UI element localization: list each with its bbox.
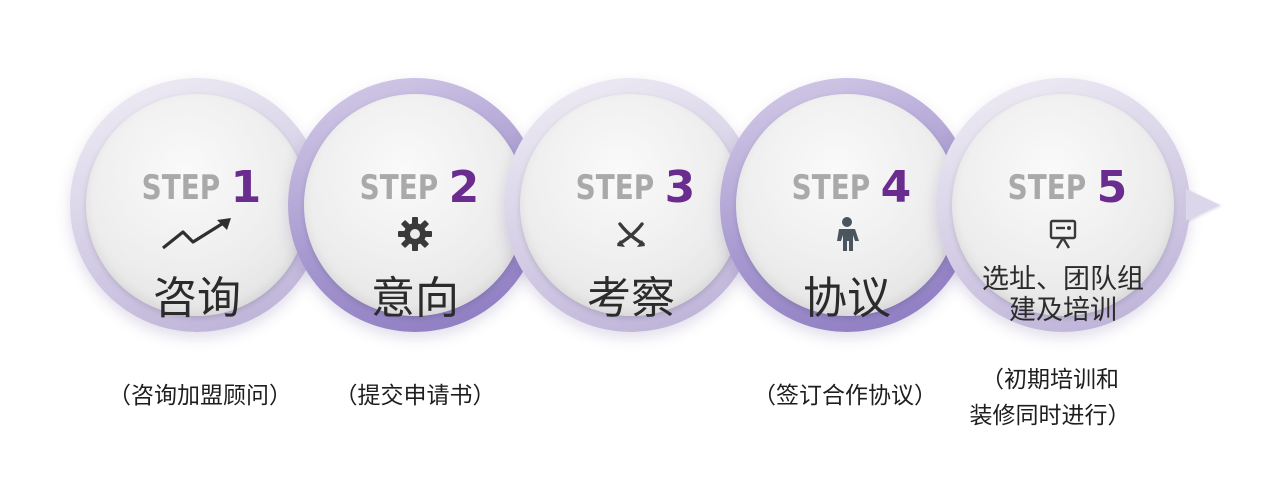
presentation-board-icon bbox=[952, 216, 1174, 252]
step-number: 5 bbox=[1096, 162, 1128, 213]
step-number: 3 bbox=[664, 162, 696, 213]
step-2-note: （提交申请书） bbox=[334, 383, 496, 409]
trend-arrow-icon bbox=[86, 216, 308, 252]
step-number: 1 bbox=[230, 162, 262, 213]
step-word: STEP bbox=[791, 168, 870, 208]
gear-icon bbox=[304, 216, 526, 252]
person-icon bbox=[736, 216, 958, 252]
step-4-title: 协议 bbox=[803, 273, 891, 324]
step-5-arrow bbox=[1186, 189, 1220, 221]
step-3-title: 考察 bbox=[587, 273, 675, 324]
step-1-title: 咨询 bbox=[153, 273, 241, 324]
step-5-title: 选址、团队组 建及培训 bbox=[982, 264, 1144, 326]
step-1-note: （咨询加盟顾问） bbox=[108, 383, 292, 409]
step-5-note: （初期培训和 装修同时进行） bbox=[969, 367, 1131, 429]
step-word: STEP bbox=[141, 168, 220, 208]
step-word: STEP bbox=[359, 168, 438, 208]
step-word: STEP bbox=[1007, 168, 1086, 208]
crossed-arrows-icon bbox=[520, 216, 742, 252]
step-number: 2 bbox=[448, 162, 480, 213]
step-4-note: （签订合作协议） bbox=[753, 383, 937, 409]
step-number: 4 bbox=[880, 162, 912, 213]
step-word: STEP bbox=[575, 168, 654, 208]
step-2-title: 意向 bbox=[371, 273, 459, 324]
